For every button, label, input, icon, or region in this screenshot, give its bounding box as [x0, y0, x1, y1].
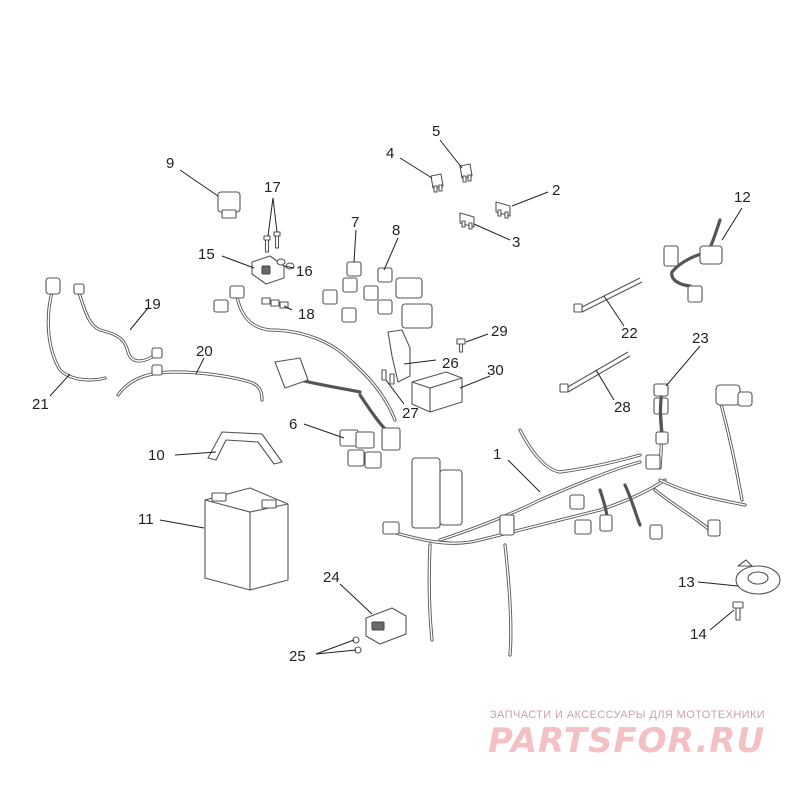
- part-9-relay: [217, 191, 241, 219]
- callout-16: 16: [296, 263, 313, 280]
- part-1-main-wiring-harness: [382, 384, 753, 657]
- part-3-fuse: [459, 212, 475, 230]
- callout-23: 23: [692, 330, 709, 347]
- callout-26: 26: [442, 355, 459, 372]
- watermark: ЗАПЧАСТИ И АКСЕССУАРЫ ДЛЯ МОТОТЕХНИКИ PA…: [488, 709, 765, 761]
- callout-18: 18: [298, 306, 315, 323]
- part-4-fuse: [430, 173, 444, 193]
- callout-24: 24: [323, 569, 340, 586]
- callout-17: 17: [264, 179, 281, 196]
- leader-lines: [49, 139, 743, 655]
- callout-25: 25: [289, 648, 306, 665]
- part-11-battery: [204, 487, 289, 591]
- harness-upper-branch: [213, 285, 397, 422]
- callout-28: 28: [614, 399, 631, 416]
- part-27-screws: [381, 369, 395, 385]
- part-13-horn: [735, 559, 781, 595]
- part-5-fuse: [459, 163, 473, 183]
- part-10-battery-strap: [207, 431, 283, 465]
- watermark-tagline: ЗАПЧАСТИ И АКСЕССУАРЫ ДЛЯ МОТОТЕХНИКИ: [490, 709, 765, 721]
- part-17-screws: [263, 231, 281, 253]
- part-18-terminals: [261, 297, 289, 309]
- callout-15: 15: [198, 246, 215, 263]
- part-21-starter-cable: [45, 277, 107, 382]
- callout-22: 22: [621, 325, 638, 342]
- callout-9: 9: [166, 155, 174, 172]
- part-23-connector-lead: [653, 383, 669, 445]
- part-30-control-unit: [411, 371, 463, 413]
- callout-21: 21: [32, 396, 49, 413]
- part-16-nuts: [276, 258, 295, 270]
- part-15-fuse-holder: [251, 255, 285, 285]
- callout-20: 20: [196, 343, 213, 360]
- part-8-relays: [363, 267, 433, 329]
- callout-27: 27: [402, 405, 419, 422]
- part-28-cable-tie: [559, 351, 631, 393]
- part-19-battery-cable: [73, 283, 163, 363]
- callout-7: 7: [351, 214, 359, 231]
- callout-13: 13: [678, 574, 695, 591]
- part-14-bolt: [732, 601, 744, 621]
- part-12-sensor: [663, 218, 723, 303]
- callout-6: 6: [289, 416, 297, 433]
- callout-1: 1: [493, 446, 501, 463]
- callout-14: 14: [690, 626, 707, 643]
- callout-4: 4: [386, 145, 394, 162]
- callout-30: 30: [487, 362, 504, 379]
- part-6-relay-cluster: [339, 393, 401, 469]
- callout-29: 29: [491, 323, 508, 340]
- part-26-bracket: [387, 329, 411, 383]
- part-7-relays: [322, 261, 362, 323]
- part-29-screw: [456, 338, 466, 353]
- callout-8: 8: [392, 222, 400, 239]
- callout-5: 5: [432, 123, 440, 140]
- callout-19: 19: [144, 296, 161, 313]
- callout-3: 3: [512, 234, 520, 251]
- part-22-cable-tie: [573, 277, 643, 313]
- callout-12: 12: [734, 189, 751, 206]
- part-20-earth-cable: [116, 364, 264, 402]
- callout-10: 10: [148, 447, 165, 464]
- watermark-brand-logo: PARTSFOR.RU: [488, 721, 765, 761]
- callout-11: 11: [138, 511, 154, 528]
- callout-2: 2: [552, 182, 560, 199]
- part-24-mount: [365, 607, 407, 645]
- callout-labels: 1 2 3 4 5 6 7 8 9 10 11 12 13 14 15 16 1…: [32, 123, 751, 665]
- part-2-fuse: [495, 201, 511, 219]
